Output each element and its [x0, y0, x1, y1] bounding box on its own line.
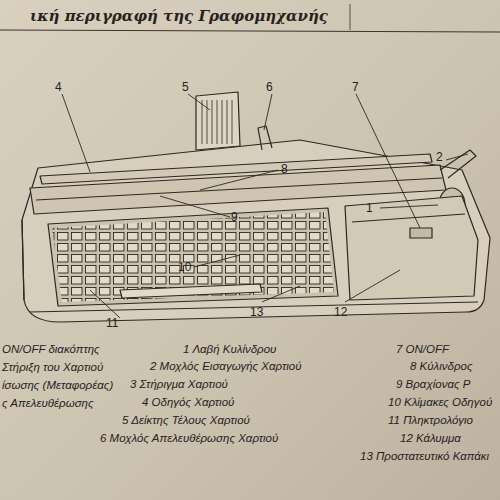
- part-name: 2 Μοχλός Εισαγωγής Χαρτιού: [150, 360, 301, 372]
- callout-number: 8: [281, 162, 288, 176]
- part-name: 3 Στήριγμα Χαρτιού: [130, 378, 228, 390]
- callout-number: 5: [182, 80, 189, 94]
- part-name: Στήριξη του Χαρτιού: [2, 361, 103, 373]
- part-name: ς Απελευθέρωσης: [2, 397, 94, 409]
- part-name: 11 Πληκτρολόγιο: [388, 414, 473, 426]
- part-name: 7 ON/OFF: [396, 343, 449, 355]
- part-name: 6 Μοχλός Απελευθέρωσης Χαρτιού: [100, 432, 278, 444]
- callout-number: 7: [352, 80, 359, 94]
- part-name: ίσωσης (Μεταφορέας): [2, 379, 113, 391]
- part-name: 10 Κλίμακες Οδηγού: [388, 396, 492, 408]
- callout-number: 12: [334, 305, 347, 319]
- page-title: ική περιγραφή της Γραφομηχανής: [30, 7, 328, 25]
- callout-number: 10: [178, 260, 191, 274]
- part-name: ON/OFF διακόπτης: [2, 343, 100, 355]
- part-name: 5 Δείκτης Τέλους Χαρτιού: [122, 414, 250, 426]
- callout-number: 2: [436, 150, 443, 164]
- part-name: 9 Βραχίονας Ρ: [396, 378, 470, 390]
- callout-number: 1: [366, 201, 373, 215]
- part-name: 4 Οδηγός Χαρτιού: [142, 396, 234, 408]
- callout-number: 9: [231, 210, 238, 224]
- part-name: 12 Κάλυμμα: [400, 432, 461, 444]
- callout-number: 4: [55, 80, 62, 94]
- callout-number: 6: [266, 80, 273, 94]
- callout-number: 11: [106, 316, 118, 330]
- part-name: 13 Προστατευτικό Καπάκι: [360, 450, 489, 462]
- callout-number: 13: [250, 305, 263, 319]
- part-name: 1 Λαβή Κυλίνδρου: [183, 343, 276, 355]
- part-name: 8 Κύλινδρος: [410, 360, 473, 372]
